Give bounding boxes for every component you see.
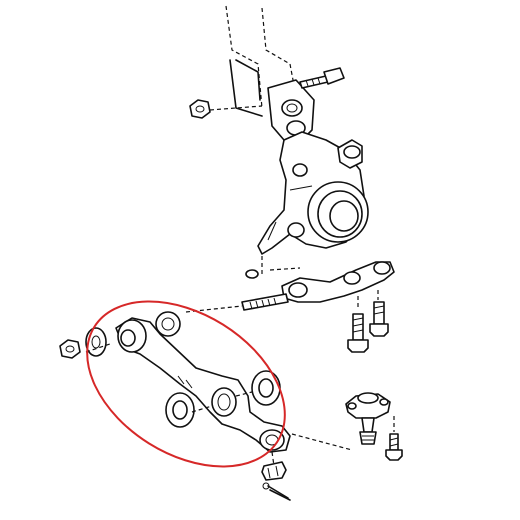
arm-nut-left [59, 339, 81, 359]
bushings [85, 311, 281, 428]
strut-nut [189, 99, 263, 119]
ball-joint-lower-arm [185, 256, 395, 313]
ball-joint-bolts [347, 290, 389, 353]
strut-bolt [299, 67, 345, 89]
ball-joint-small-bolt [385, 416, 403, 461]
lower-ball-joint [291, 392, 391, 451]
cotter-pin [262, 482, 291, 501]
highlight-circle [86, 300, 286, 468]
bushing-front [155, 311, 181, 337]
castle-nut [261, 451, 287, 481]
lower-control-arm [59, 317, 291, 453]
steering-knuckle [225, 5, 369, 255]
